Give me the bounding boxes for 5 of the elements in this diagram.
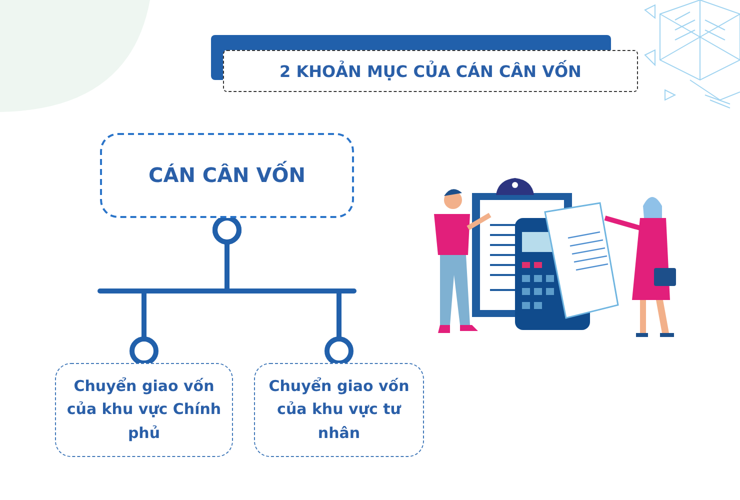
- tree-connector: [212, 216, 354, 366]
- title: 2 KHOẢN MỤC CỦA CÁN CÂN VỐN: [223, 50, 638, 92]
- rounded-dashed-box: CÁN CÂN VỐN: [100, 133, 354, 218]
- rounded-dashed-box: Chuyển giao vốn của khu vực tư nhân: [254, 363, 424, 457]
- rounded-dashed-box: Chuyển giao vốn của khu vực Chính phủ: [55, 363, 233, 457]
